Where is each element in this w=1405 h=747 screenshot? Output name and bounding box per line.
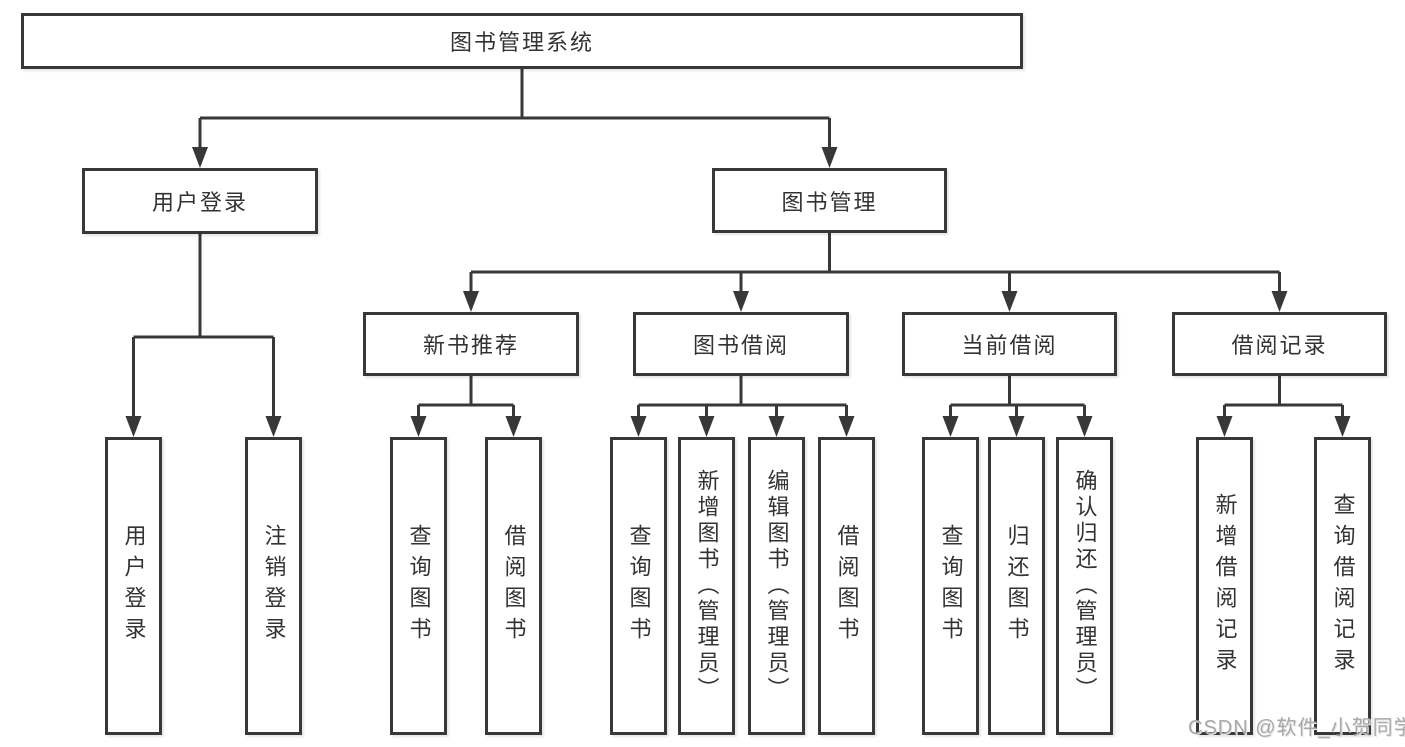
node-label-current: 当前借阅: [961, 333, 1058, 358]
node-label-bw_add: 新增图书（管理员）: [694, 469, 720, 703]
node-borrow: 图书借阅: [633, 312, 849, 376]
arrowhead-userlogin: [125, 416, 142, 437]
node-label-nb_borrow: 借阅图书: [501, 524, 527, 648]
connector-current: [949, 376, 1086, 419]
node-label-cu_query: 查询图书: [938, 524, 964, 648]
node-label-cu_return: 归还图书: [1004, 524, 1030, 648]
node-label-bw_borrow: 借阅图书: [834, 524, 860, 648]
node-current: 当前借阅: [902, 312, 1117, 376]
watermark: CSDN @软件_小贺同学: [1188, 717, 1405, 739]
connector-records: [1223, 376, 1344, 419]
arrowhead-bookmgmt: [821, 147, 838, 168]
arrowhead-current: [1001, 291, 1018, 312]
node-label-bw_query: 查询图书: [626, 524, 652, 648]
arrowhead-bw_edit: [768, 416, 785, 437]
node-rc_query: 查询借阅记录: [1314, 437, 1371, 735]
node-login: 用户登录: [82, 168, 318, 234]
node-label-bookmgmt: 图书管理: [781, 189, 878, 215]
node-label-userlogin: 用户登录: [121, 524, 147, 648]
node-label-rc_query: 查询借阅记录: [1330, 493, 1356, 679]
node-bookmgmt: 图书管理: [712, 168, 947, 233]
node-nb_query: 查询图书: [390, 437, 447, 735]
node-newbook: 新书推荐: [363, 312, 579, 376]
node-label-borrow: 图书借阅: [692, 333, 789, 358]
arrowhead-bw_add: [698, 416, 715, 437]
arrowhead-newbook: [463, 291, 479, 312]
arrowhead-cu_return: [1008, 416, 1025, 437]
arrowhead-cu_query: [942, 416, 959, 437]
connector-root: [198, 69, 831, 150]
node-bw_query: 查询图书: [610, 437, 667, 735]
arrowhead-rc_query: [1334, 416, 1351, 437]
connector-borrow: [637, 376, 848, 419]
arrowhead-rc_add: [1216, 416, 1233, 437]
arrowhead-nb_borrow: [505, 416, 522, 437]
arrowhead-logout: [265, 416, 282, 437]
node-nb_borrow: 借阅图书: [485, 437, 542, 735]
arrowhead-borrow: [733, 291, 749, 312]
node-label-rc_add: 新增借阅记录: [1212, 493, 1238, 679]
node-bw_add: 新增图书（管理员）: [678, 437, 735, 735]
arrowhead-records: [1271, 291, 1288, 312]
arrowhead-bw_borrow: [838, 416, 855, 437]
node-cu_query: 查询图书: [922, 437, 979, 735]
node-records: 借阅记录: [1172, 312, 1387, 376]
arrowhead-bw_query: [630, 416, 647, 437]
connector-newbook: [417, 376, 515, 419]
node-logout: 注销登录: [245, 437, 302, 735]
node-rc_add: 新增借阅记录: [1196, 437, 1253, 735]
node-userlogin: 用户登录: [105, 437, 162, 735]
node-bw_edit: 编辑图书（管理员）: [748, 437, 805, 735]
node-cu_return: 归还图书: [988, 437, 1045, 735]
node-label-root: 图书管理系统: [449, 30, 594, 55]
arrowhead-login: [192, 147, 208, 168]
node-cu_confirm: 确认归还（管理员）: [1056, 437, 1113, 735]
node-label-login: 用户登录: [151, 190, 248, 215]
node-label-cu_confirm: 确认归还（管理员）: [1072, 469, 1098, 703]
node-root: 图书管理系统: [21, 13, 1023, 69]
node-bw_borrow: 借阅图书: [818, 437, 875, 735]
node-label-bw_edit: 编辑图书（管理员）: [764, 469, 790, 703]
node-label-logout: 注销登录: [261, 524, 287, 648]
node-label-nb_query: 查询图书: [406, 524, 432, 648]
node-label-records: 借阅记录: [1231, 333, 1328, 358]
connector-login: [132, 234, 275, 419]
connector-bookmgmt: [469, 233, 1281, 294]
arrowhead-nb_query: [410, 416, 427, 437]
node-label-newbook: 新书推荐: [422, 333, 519, 358]
arrowhead-cu_confirm: [1076, 416, 1093, 437]
